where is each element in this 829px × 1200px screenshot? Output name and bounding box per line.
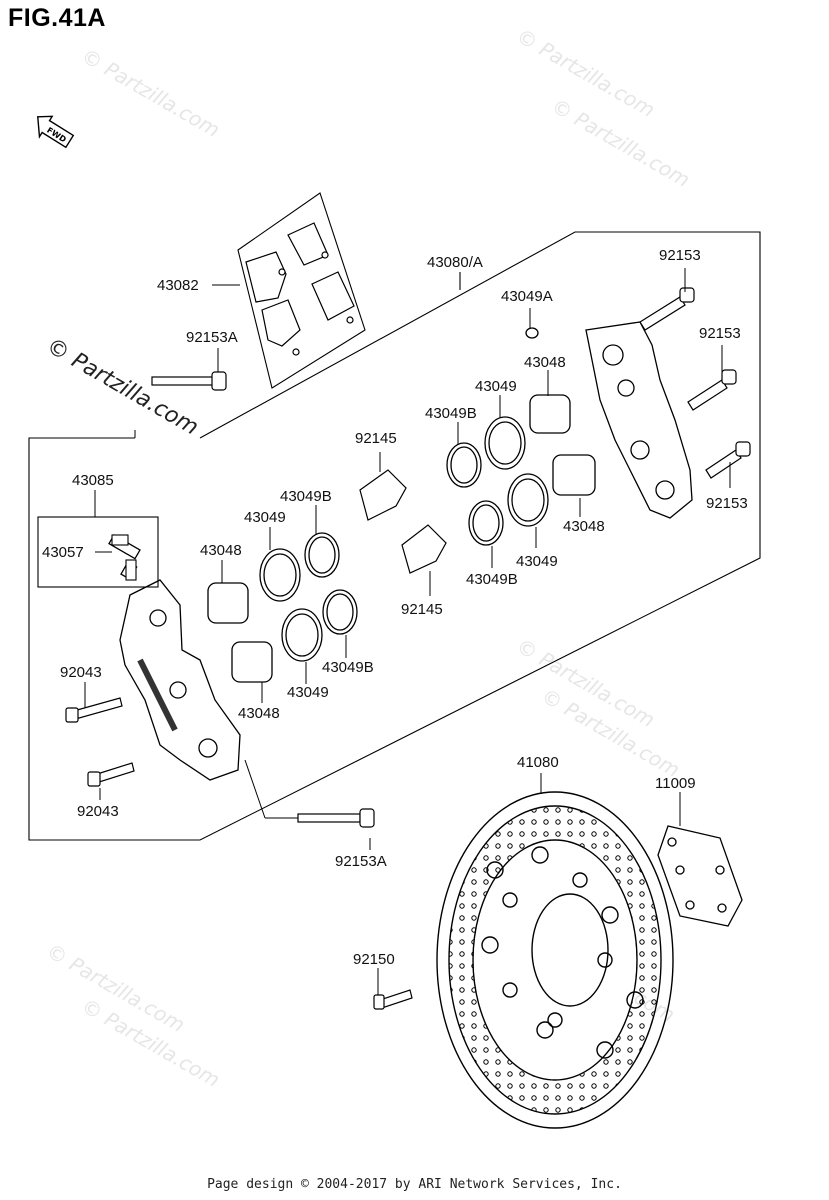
brake-pad-set xyxy=(237,192,366,389)
label-43049B-l1: 43049B xyxy=(280,488,332,505)
label-92153-2: 92153 xyxy=(699,325,741,342)
label-92150: 92150 xyxy=(353,951,395,968)
label-92043-1: 92043 xyxy=(60,664,102,681)
label-43049-l2: 43049 xyxy=(287,684,329,701)
label-43082: 43082 xyxy=(157,277,199,294)
label-43048-r2: 43048 xyxy=(563,518,605,535)
watermark-text: © Partzilla.com xyxy=(548,94,694,192)
label-43080A: 43080/A xyxy=(427,254,483,271)
pistons-seals-right xyxy=(446,327,596,546)
label-43049-l1: 43049 xyxy=(244,509,286,526)
label-92153-1: 92153 xyxy=(659,247,701,264)
part-labels: 43080/A 43082 92153A 92153 92153 92153 4… xyxy=(42,247,748,968)
label-92153A-bottom: 92153A xyxy=(335,853,387,870)
leader-lines xyxy=(84,268,731,995)
watermark-text: © Partzilla.com xyxy=(42,334,202,441)
label-43049A: 43049A xyxy=(501,288,553,305)
watermark-text: © Partzilla.com xyxy=(78,44,224,142)
watermark-text: © Partzilla.com xyxy=(513,24,659,122)
bolts xyxy=(65,287,751,1010)
bleeder-kit-box xyxy=(37,516,159,588)
label-92043-2: 92043 xyxy=(77,803,119,820)
label-92153A-top: 92153A xyxy=(186,329,238,346)
label-92145-2: 92145 xyxy=(401,601,443,618)
caliper-assembly-frame xyxy=(28,231,761,841)
label-11009: 11009 xyxy=(655,775,696,792)
figure-title: FIG.41A xyxy=(8,4,106,32)
label-43049B-l2: 43049B xyxy=(322,659,374,676)
pad-springs xyxy=(359,469,447,574)
label-41080: 41080 xyxy=(517,754,559,771)
label-43048-r1: 43048 xyxy=(524,354,566,371)
caliper-right-half xyxy=(585,321,693,519)
disc-gasket xyxy=(657,825,743,927)
label-43048-l1: 43048 xyxy=(200,542,242,559)
fwd-arrow-icon: FWD xyxy=(37,115,75,149)
label-43048-l2: 43048 xyxy=(238,705,280,722)
label-43085: 43085 xyxy=(72,472,114,489)
label-43049B-r1: 43049B xyxy=(425,405,477,422)
label-43049B-r2: 43049B xyxy=(466,571,518,588)
label-43049-r2: 43049 xyxy=(516,553,558,570)
caliper-left-half xyxy=(108,534,241,781)
label-43049-r1: 43049 xyxy=(475,378,517,395)
pistons-seals-left xyxy=(207,532,358,683)
label-92145-1: 92145 xyxy=(355,430,397,447)
brake-disc xyxy=(436,791,674,1129)
label-43057: 43057 xyxy=(42,544,84,561)
page-footer: Page design © 2004-2017 by ARI Network S… xyxy=(207,1177,622,1192)
label-92153-3: 92153 xyxy=(706,495,748,512)
